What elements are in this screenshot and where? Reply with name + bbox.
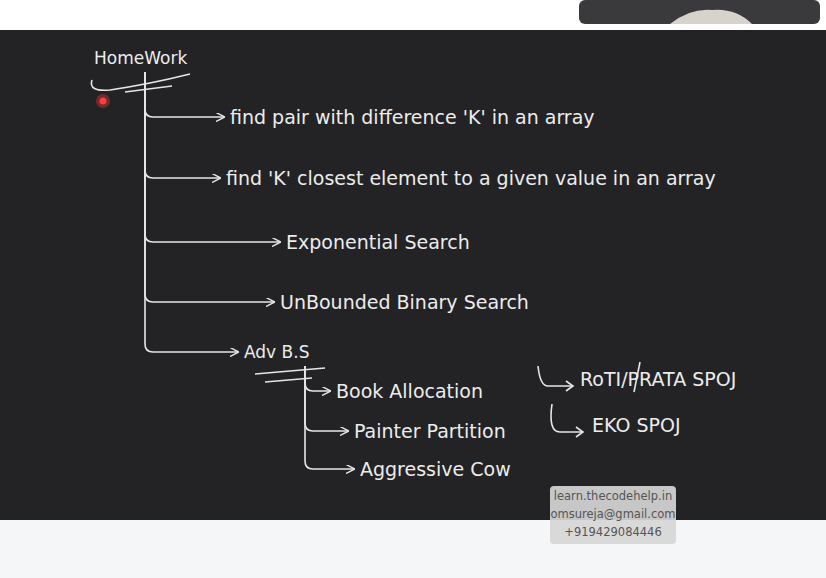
free-arrow — [551, 404, 582, 432]
node-text: Painter Partition — [354, 420, 506, 442]
arrow-head — [576, 427, 583, 437]
webcam-frame — [579, 0, 820, 24]
node-text: Exponential Search — [286, 231, 470, 253]
tree-arrow — [145, 72, 224, 117]
pointer-dot — [100, 98, 107, 105]
underline — [91, 74, 190, 90]
bottom-strip — [0, 520, 826, 578]
node-text: EKO SPOJ — [592, 414, 681, 436]
tree-arrow — [145, 72, 220, 178]
watermark-text: +919429084446 — [550, 525, 676, 539]
webcam-person — [670, 10, 752, 24]
node-text: RoTI/PRATA SPOJ — [580, 368, 736, 390]
tree-arrow — [145, 72, 280, 242]
node-text: Aggressive Cow — [360, 458, 511, 480]
watermark: learn.thecodehelp.in omsureja@gmail.com +9… — [550, 486, 676, 544]
blackboard — [0, 30, 826, 520]
text-node: HomeWork — [90, 46, 191, 70]
node-text: find pair with difference 'K' in an arra… — [230, 106, 595, 128]
tree-arrow — [145, 72, 238, 352]
free-arrow — [538, 366, 572, 386]
node-text: Adv B.S — [244, 342, 309, 362]
text-node: Exponential Search — [282, 229, 474, 255]
text-node: Aggressive Cow — [356, 456, 515, 482]
underline — [265, 378, 312, 382]
node-text: UnBounded Binary Search — [280, 291, 529, 313]
text-node: Painter Partition — [350, 418, 510, 444]
underline — [125, 86, 172, 92]
text-node: find 'K' closest element to a given valu… — [222, 165, 720, 191]
text-node: Adv B.S — [240, 340, 313, 364]
pointer-glow — [96, 94, 110, 108]
text-node: RoTI/PRATA SPOJ — [576, 366, 740, 392]
node-text: find 'K' closest element to a given valu… — [226, 167, 716, 189]
underline — [255, 368, 325, 374]
node-text: Book Allocation — [336, 380, 483, 402]
tree-arrow — [305, 366, 330, 391]
text-node: find pair with difference 'K' in an arra… — [226, 104, 599, 130]
watermark-text: omsureja@gmail.com — [550, 507, 676, 521]
watermark-text: learn.thecodehelp.in — [550, 489, 676, 503]
arrow-head — [566, 381, 573, 391]
text-node: UnBounded Binary Search — [276, 289, 533, 315]
text-node: Book Allocation — [332, 378, 487, 404]
node-text: HomeWork — [94, 48, 187, 68]
text-node: EKO SPOJ — [588, 412, 685, 438]
